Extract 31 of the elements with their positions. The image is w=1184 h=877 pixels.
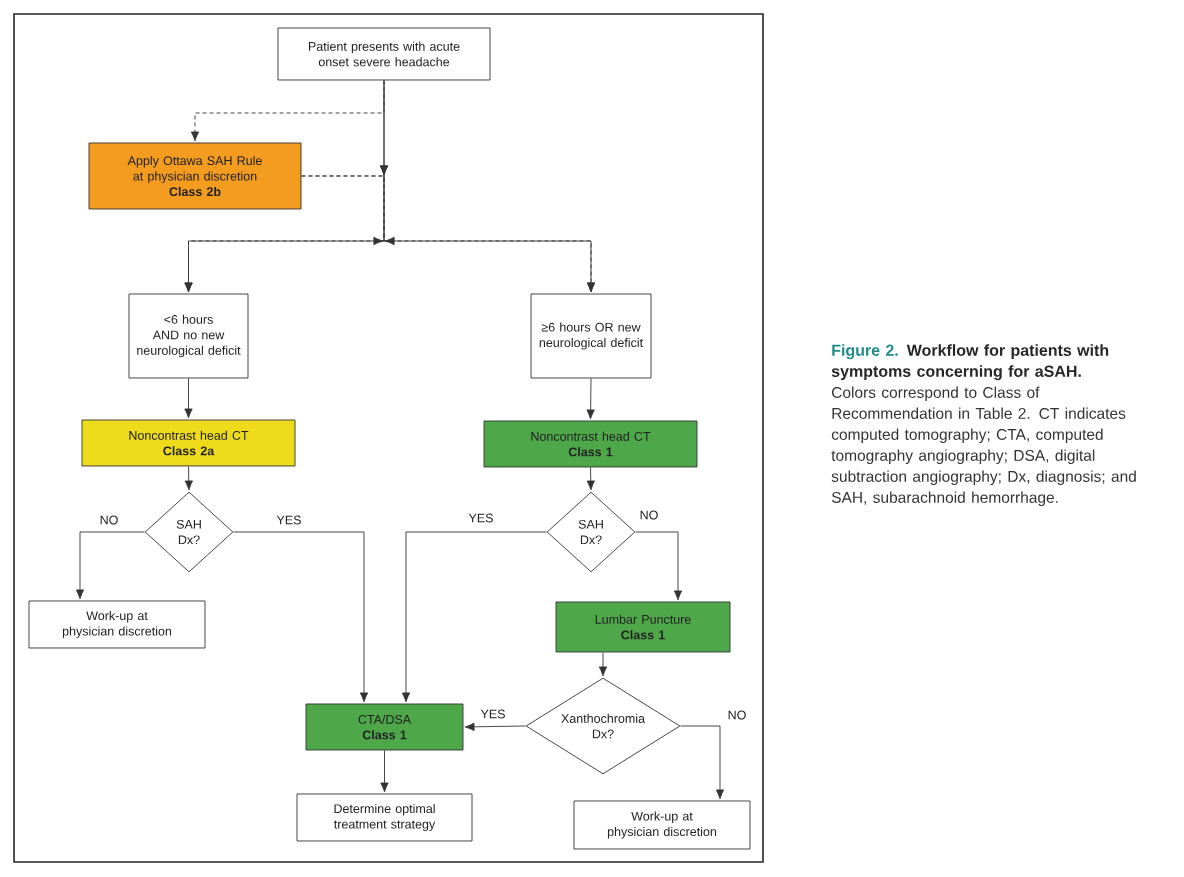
process-box: Work-up at physician discretion bbox=[573, 800, 751, 850]
process-box: Work-up at physician discretion bbox=[28, 600, 206, 649]
edge-label: NO bbox=[638, 509, 660, 521]
edge-label: YES bbox=[479, 708, 507, 720]
arrow bbox=[233, 531, 369, 703]
figure-caption: Figure 2. Workflow for patients with symptoms concerning for aSAH. Colors correspond to Class of Recommendation in Table 2. CT indicates computed tomography; CTA, computed tomography angiography; DSA, digital subtraction angiography; Dx, diagnosis; and SAH, subarachnoid hemorrhage. bbox=[831, 344, 1136, 506]
process-box: Noncontrast head CT Class 1 bbox=[483, 420, 698, 468]
arrow bbox=[301, 165, 596, 293]
process-box: Lumbar Puncture Class 1 bbox=[555, 601, 731, 653]
arrow bbox=[464, 722, 526, 731]
process-box: <6 hours AND no new neurological deficit bbox=[128, 293, 249, 379]
process-box: Determine optimal treatment strategy bbox=[296, 793, 473, 842]
edge-label: YES bbox=[275, 514, 303, 526]
arrow bbox=[586, 467, 595, 491]
arrow bbox=[598, 652, 608, 677]
arrow bbox=[184, 378, 193, 419]
edge-label: NO bbox=[98, 514, 120, 526]
process-box: ≥6 hours OR new neurological deficit bbox=[530, 293, 652, 379]
arrow bbox=[380, 750, 389, 793]
process-box: Patient presents with acute onset severe headache bbox=[277, 27, 491, 81]
edge-label: NO bbox=[726, 709, 748, 721]
arrow bbox=[586, 378, 595, 420]
arrow bbox=[401, 531, 547, 703]
edge-label: YES bbox=[467, 512, 495, 524]
process-box: Noncontrast head CT Class 2a bbox=[81, 419, 296, 467]
arrow bbox=[184, 466, 193, 491]
process-box: CTA/DSA Class 1 bbox=[305, 703, 464, 751]
arrow bbox=[680, 725, 725, 800]
process-box: Apply Ottawa SAH Rule at physician discretion Class 2b bbox=[88, 142, 302, 210]
arrow bbox=[75, 531, 145, 600]
arrow bbox=[635, 531, 683, 601]
